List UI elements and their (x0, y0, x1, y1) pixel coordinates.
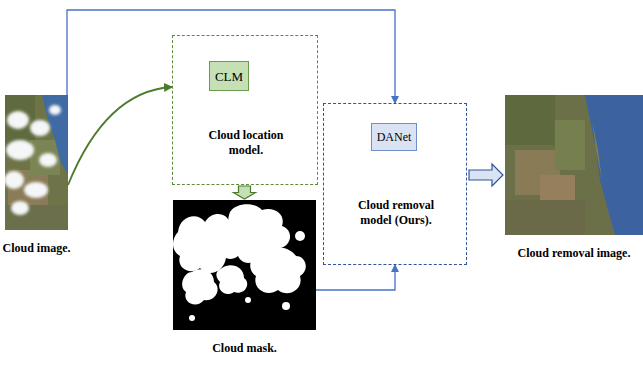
process-box: DANet (371, 123, 417, 151)
image-caption: Cloud mask. (212, 341, 277, 356)
mask-image-node: Cloud mask. (173, 200, 316, 330)
clear-photo (505, 95, 643, 235)
output-image-node: Cloud removal image. (505, 95, 643, 235)
image-caption: Cloud removal image. (518, 246, 631, 261)
process-box: CLM (209, 61, 249, 91)
model-group-box: Cloud removal model (Ours). DANet (323, 103, 467, 265)
input-image-node: Cloud image. (5, 95, 68, 230)
box-label: CLM (215, 69, 243, 84)
block-arrow (469, 164, 503, 186)
block-arrow (234, 186, 256, 199)
model-group-box: Cloud location model. CLM (172, 35, 318, 185)
box-label: DANet (377, 130, 412, 145)
cloud-photo (5, 95, 68, 230)
flow-arrow (67, 10, 395, 103)
group-label: Cloud removal model (Ours). (344, 198, 448, 228)
image-caption: Cloud image. (2, 241, 70, 256)
cloud-mask-image (173, 200, 316, 330)
flow-arrow (316, 265, 395, 290)
group-label: Cloud location model. (196, 128, 296, 158)
flow-arrow (68, 87, 172, 185)
